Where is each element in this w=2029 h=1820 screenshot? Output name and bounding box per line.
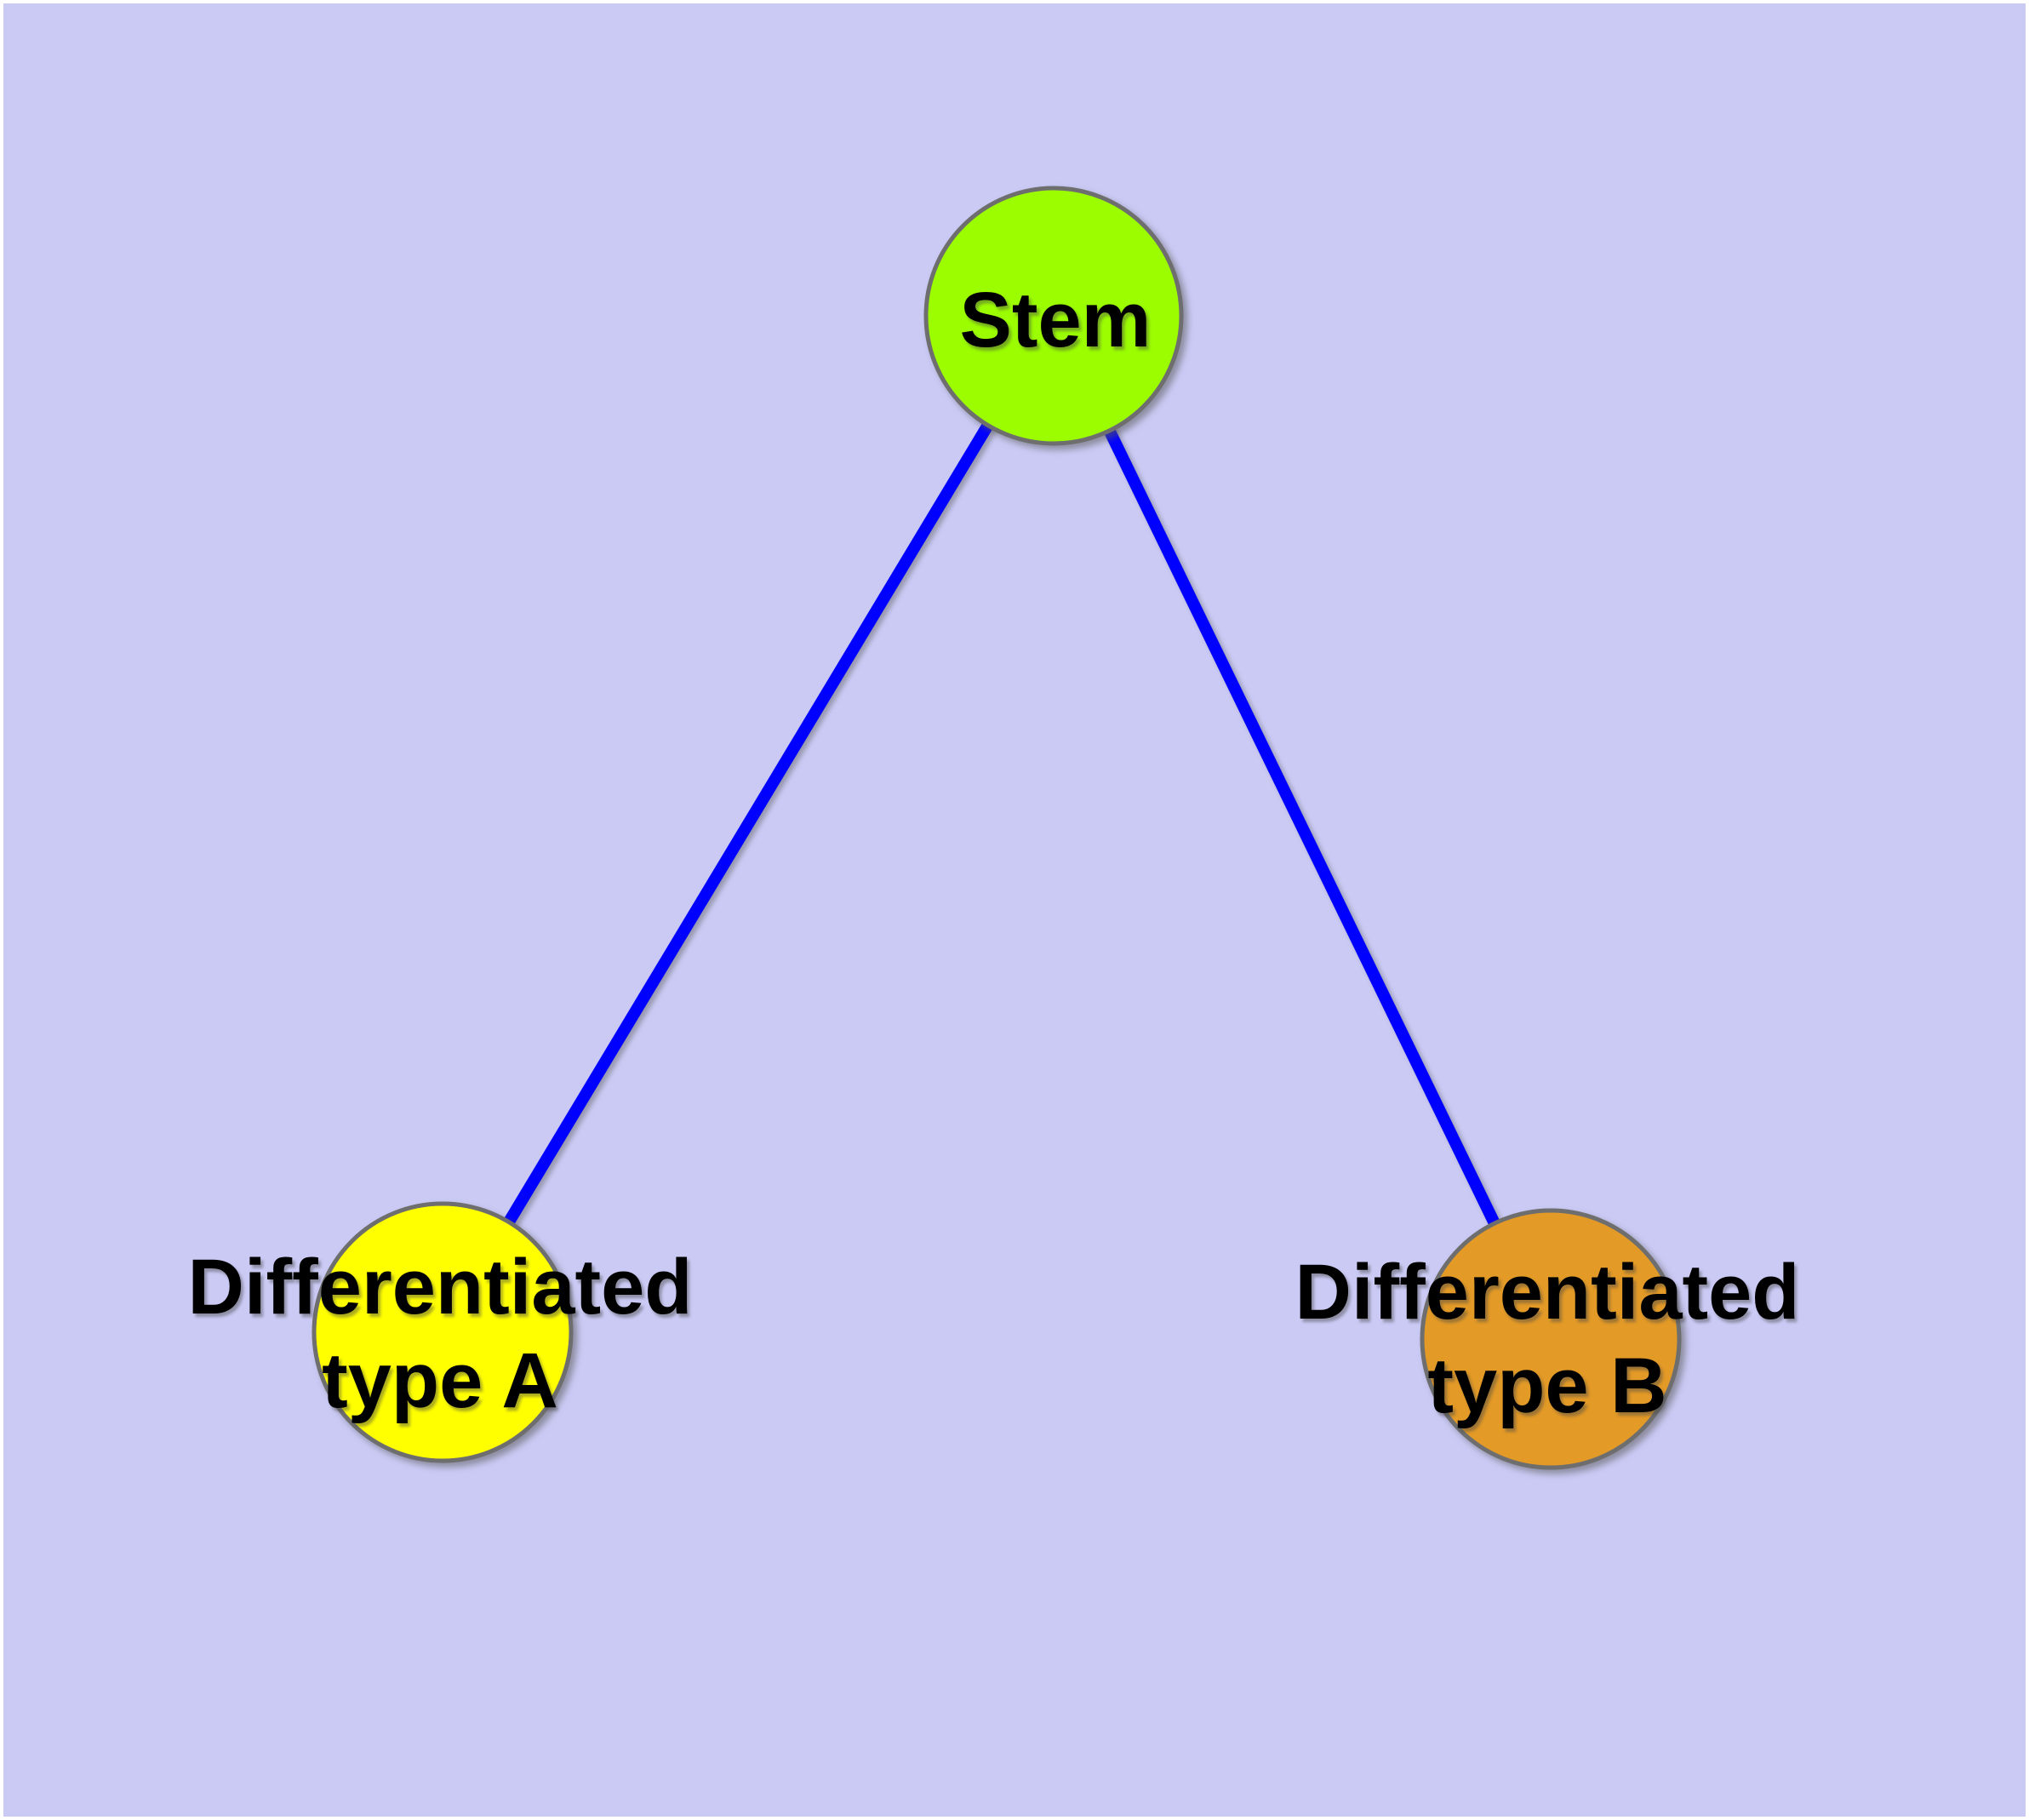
node-label-type-b-line-2: type B — [1427, 1342, 1667, 1429]
node-label-differentiated-type-b: Differentiated type B — [1295, 1245, 1800, 1433]
node-label-stem: Stem — [960, 273, 1152, 367]
node-label-type-b-line-1: Differentiated — [1295, 1249, 1800, 1336]
node-differentiated-type-b[interactable] — [1420, 1208, 1682, 1470]
node-stem[interactable] — [923, 186, 1184, 446]
node-differentiated-type-a[interactable] — [311, 1201, 574, 1463]
node-label-differentiated-type-a: Differentiated type A — [188, 1240, 693, 1428]
node-label-type-a-line-1: Differentiated — [187, 1244, 693, 1331]
edge-stem-to-type-b — [1048, 312, 1557, 1342]
edge-stem-to-type-a — [437, 312, 1059, 1336]
node-label-stem-text: Stem — [959, 277, 1152, 363]
node-label-type-a-line-2: type A — [322, 1337, 558, 1424]
